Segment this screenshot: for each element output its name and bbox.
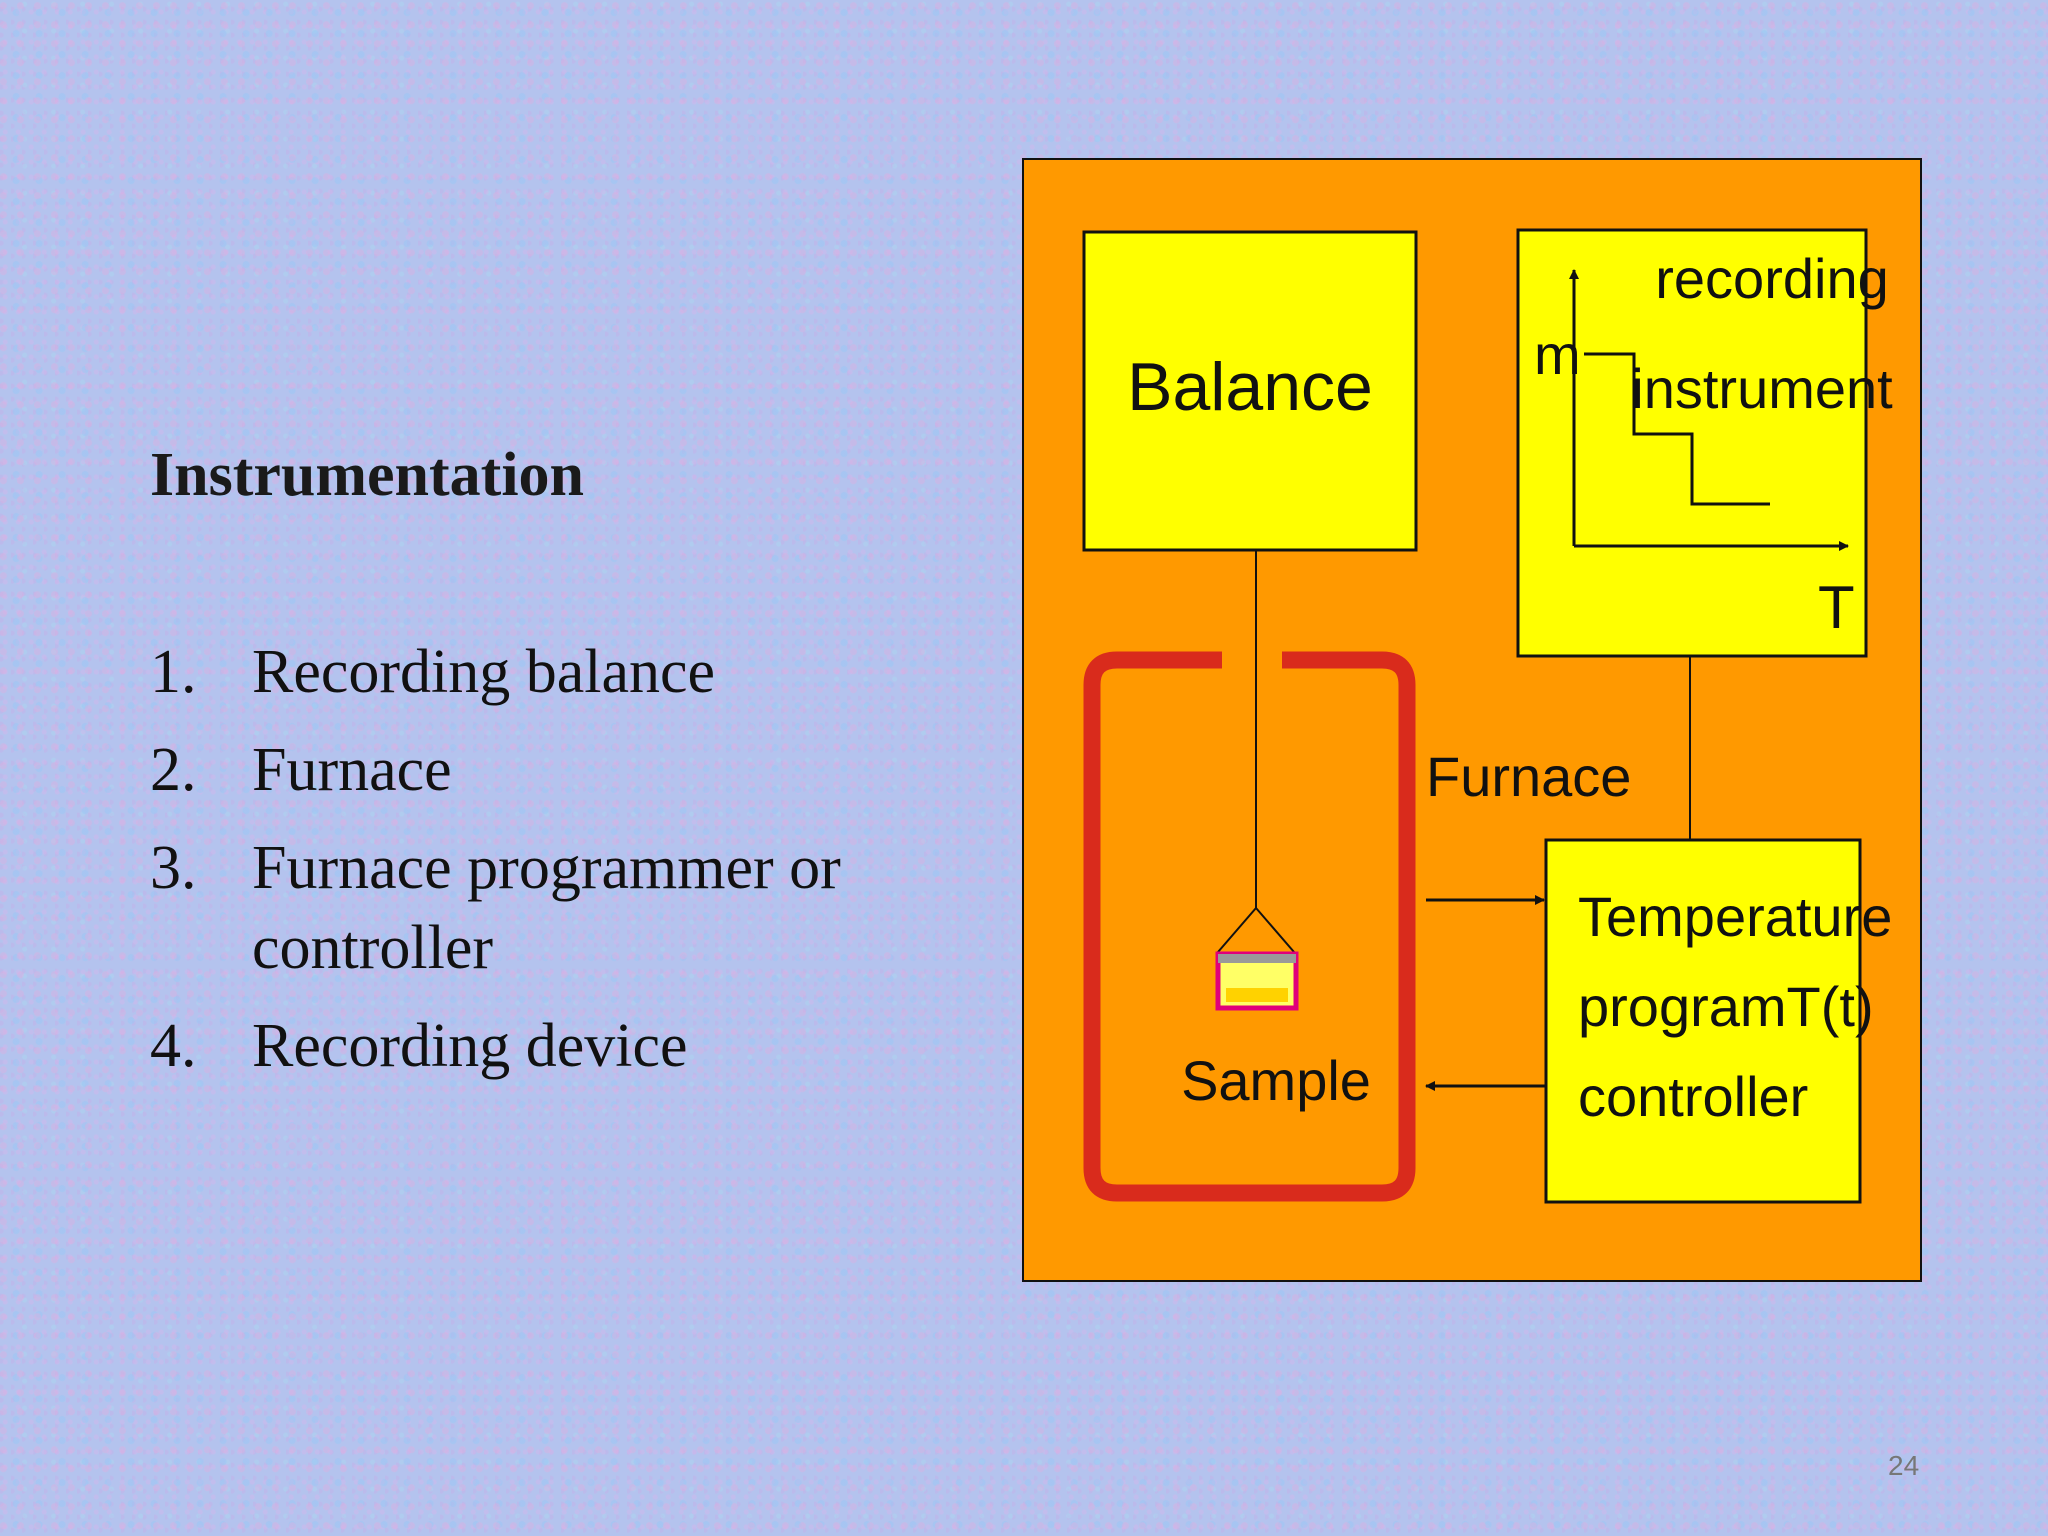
- list-item-number: 1.: [150, 638, 197, 706]
- furnace-label: Furnace: [1426, 745, 1631, 808]
- tga-instrument-diagram: Balance recording instrument m T Furnace…: [1022, 158, 1922, 1282]
- controller-label-line1: Temperature: [1578, 885, 1892, 948]
- controller-label-line3: controller: [1578, 1065, 1808, 1128]
- list-item-number: 4.: [150, 1012, 197, 1080]
- list-item-number: 3.: [150, 834, 197, 902]
- y-axis-label: m: [1534, 323, 1581, 386]
- controller-label-line2: programT(t): [1578, 975, 1874, 1038]
- mass-loss-curve: [1584, 352, 1770, 506]
- list-item: 4. Recording device: [150, 1006, 950, 1086]
- recording-label-line2: instrument: [1631, 357, 1893, 420]
- slide-number: 24: [1888, 1450, 1920, 1481]
- list-item: 1. Recording balance: [150, 632, 950, 712]
- list-item-text: Recording device: [252, 1012, 688, 1080]
- list-item: 2. Furnace: [150, 730, 950, 810]
- sample-material: [1226, 988, 1288, 1002]
- list-item-text: Recording balance: [252, 638, 716, 706]
- furnace-wall: [1083, 651, 1416, 1202]
- instrument-list: 1. Recording balance 2. Furnace 3. Furna…: [150, 632, 950, 1104]
- list-item-text: Furnace: [252, 736, 452, 804]
- sample-hanger: [1217, 906, 1295, 953]
- list-item-text: Furnace programmer or controller: [252, 834, 841, 982]
- slide-title: Instrumentation: [150, 441, 585, 509]
- balance-label: Balance: [1127, 349, 1373, 425]
- list-item-number: 2.: [150, 736, 197, 804]
- sample-label: Sample: [1181, 1049, 1371, 1112]
- list-item: 3. Furnace programmer or controller: [150, 828, 950, 988]
- recording-label-line1: recording: [1655, 247, 1888, 310]
- crucible-lid: [1218, 954, 1296, 963]
- temperature-controller-box: [1544, 838, 1862, 1204]
- balance-box: [1082, 230, 1418, 552]
- x-axis-label: T: [1818, 574, 1855, 641]
